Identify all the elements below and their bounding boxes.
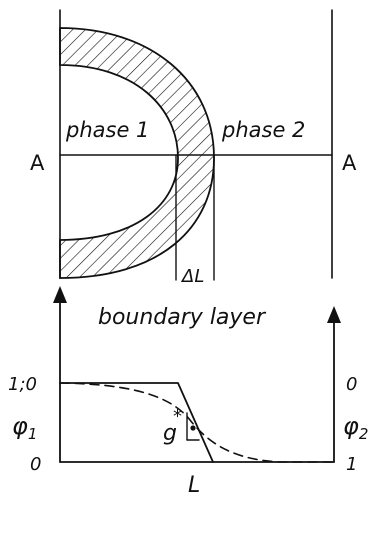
boundary-layer-shell bbox=[59, 27, 215, 279]
boundary-layer-title: boundary layer bbox=[98, 305, 267, 330]
phi1-label: φ1 bbox=[12, 412, 37, 443]
section-left-label: A bbox=[30, 151, 45, 175]
right-axis-arrow bbox=[327, 306, 341, 323]
right-bottom-tick: 1 bbox=[346, 454, 357, 475]
phi2-subscript: 2 bbox=[359, 425, 369, 443]
x-axis-label: L bbox=[188, 473, 200, 498]
tangent-point bbox=[190, 425, 196, 431]
phi2-symbol: φ bbox=[343, 412, 359, 440]
cross-section bbox=[59, 9, 333, 281]
phi2-label: φ2 bbox=[343, 412, 368, 443]
phase1-label: phase 1 bbox=[65, 118, 149, 142]
gradient-star: * bbox=[173, 406, 182, 427]
left-axis-arrow bbox=[53, 286, 67, 303]
phi1-symbol: φ bbox=[12, 412, 28, 440]
section-right-label: A bbox=[342, 151, 357, 175]
right-top-tick: 0 bbox=[346, 374, 357, 395]
gradient-label: g bbox=[163, 421, 177, 446]
phase2-label: phase 2 bbox=[221, 118, 305, 142]
left-top-tick: 1;0 bbox=[8, 374, 37, 395]
phi1-subscript: 1 bbox=[28, 425, 38, 443]
linear-profile bbox=[59, 382, 214, 463]
profile-plot bbox=[53, 286, 341, 463]
left-bottom-tick: 0 bbox=[30, 454, 41, 475]
smooth-profile bbox=[59, 382, 335, 463]
thickness-label: ΔL bbox=[180, 266, 204, 287]
